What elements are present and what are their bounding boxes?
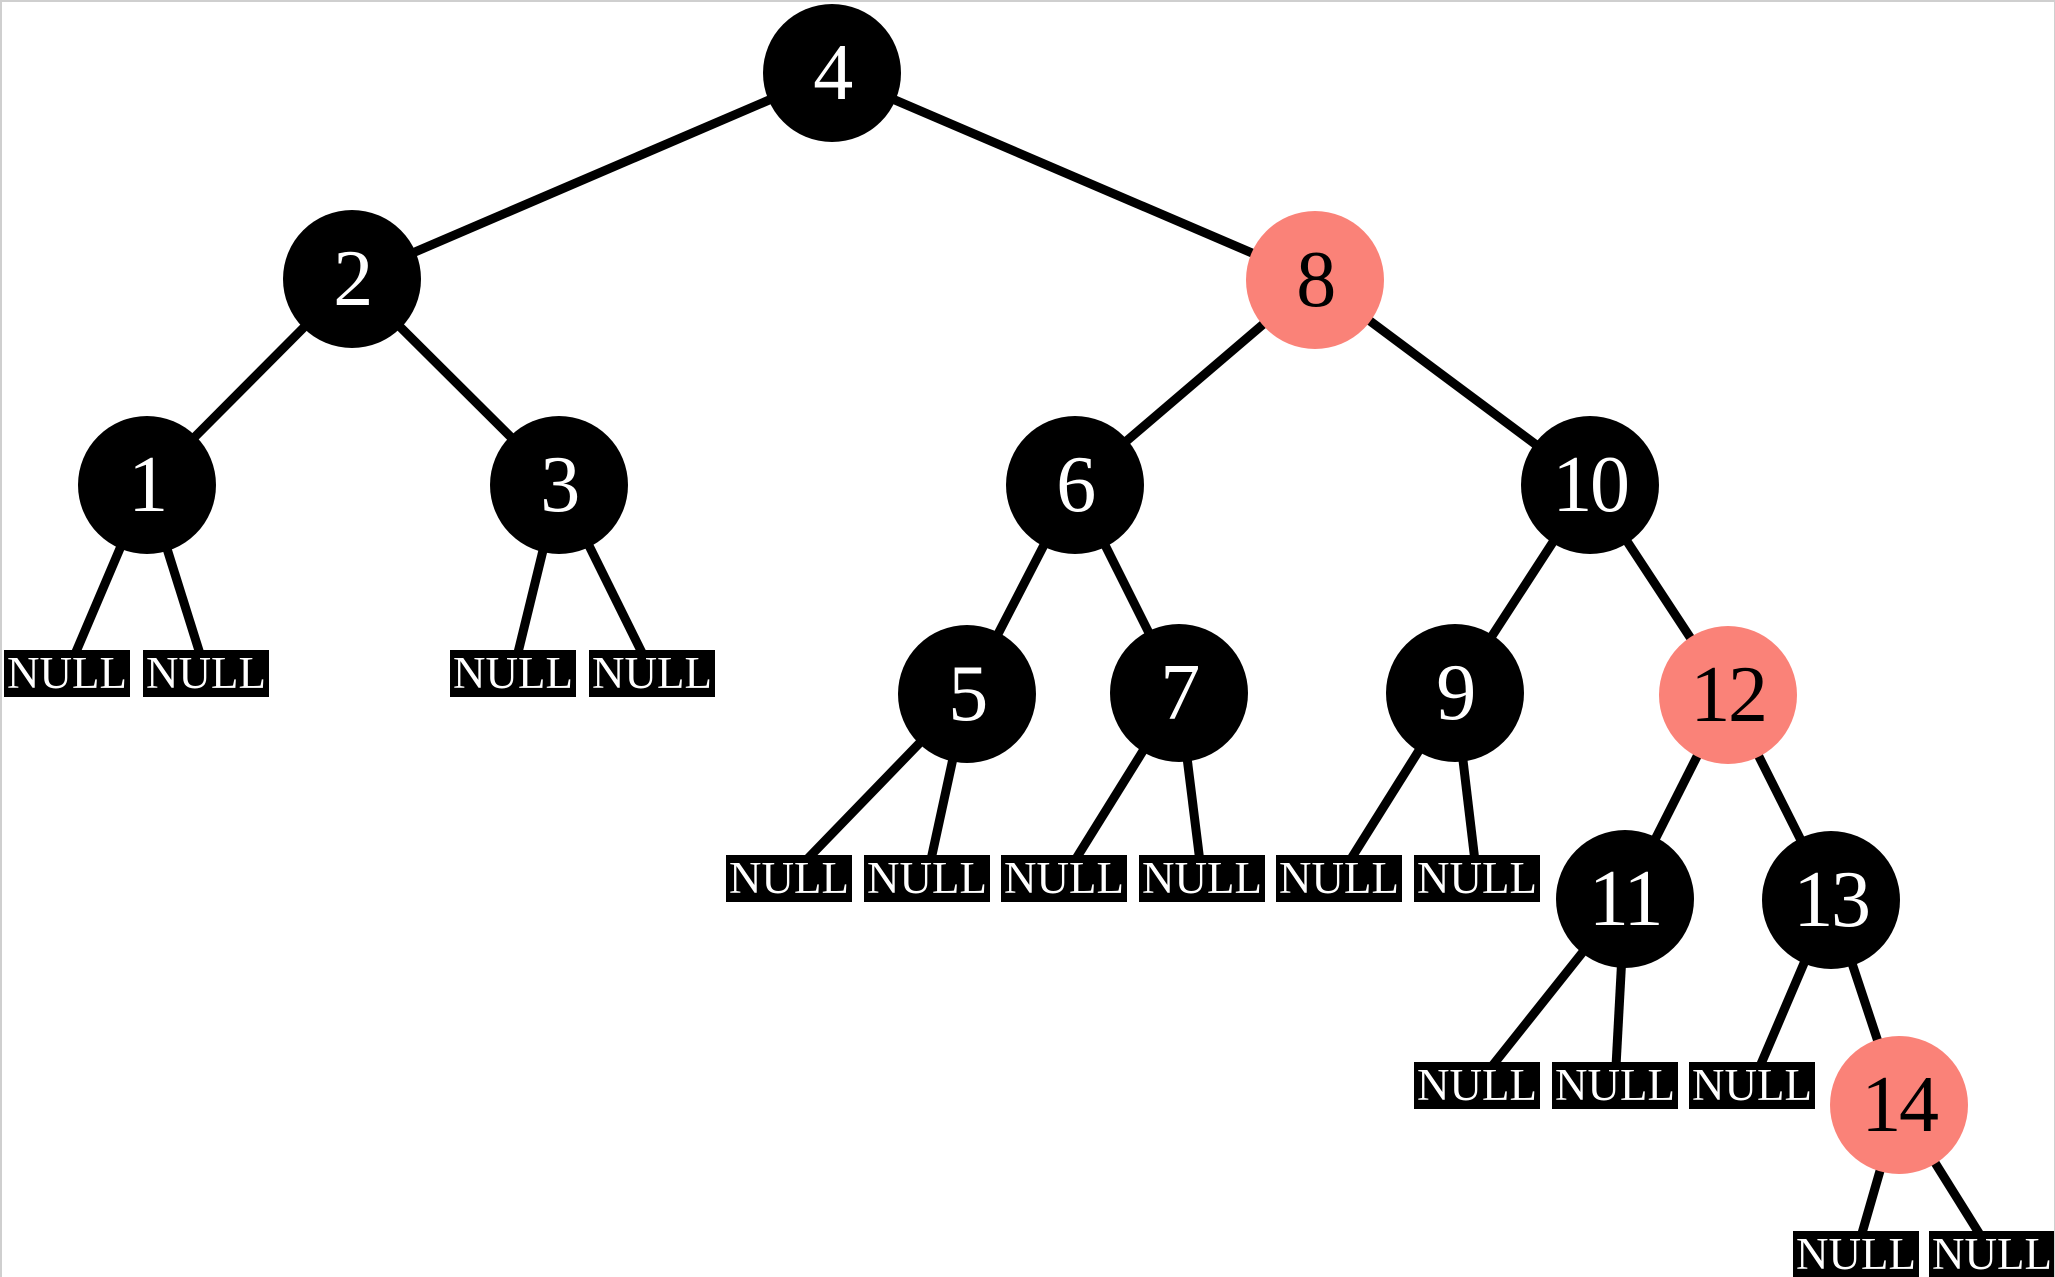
tree-node-12[interactable]: 12: [1659, 626, 1797, 764]
tree-node-1[interactable]: 1: [78, 416, 216, 554]
null-11L-leaf[interactable]: NULL: [1414, 1061, 1540, 1109]
tree-node-7[interactable]: 7: [1110, 624, 1248, 762]
tree-node-9[interactable]: 9: [1386, 624, 1524, 762]
null-7L-leaf[interactable]: NULL: [1001, 854, 1127, 902]
tree-node-8[interactable]: 8: [1246, 211, 1384, 349]
tree-node-3[interactable]: 3: [490, 416, 628, 554]
null-3L-leaf[interactable]: NULL: [450, 649, 576, 697]
null-13L-leaf[interactable]: NULL: [1689, 1061, 1815, 1109]
null-3R-leaf[interactable]: NULL: [589, 649, 715, 697]
null-9R-leaf[interactable]: NULL: [1414, 854, 1540, 902]
tree-node-4[interactable]: 4: [763, 4, 901, 142]
tree-edge-4-2: [350, 68, 834, 284]
tree-node-13[interactable]: 13: [1762, 831, 1900, 969]
tree-node-2[interactable]: 2: [283, 210, 421, 348]
null-1L-leaf[interactable]: NULL: [4, 649, 130, 697]
tree-node-10[interactable]: 10: [1521, 416, 1659, 554]
null-5L-leaf[interactable]: NULL: [726, 854, 852, 902]
null-5R-leaf[interactable]: NULL: [864, 854, 990, 902]
null-7R-leaf[interactable]: NULL: [1139, 854, 1265, 902]
tree-node-6[interactable]: 6: [1006, 416, 1144, 554]
tree-node-11[interactable]: 11: [1556, 830, 1694, 968]
tree-edge-4-8: [830, 68, 1317, 285]
null-14R-leaf[interactable]: NULL: [1929, 1230, 2054, 1277]
null-9L-leaf[interactable]: NULL: [1276, 854, 1402, 902]
null-14L-leaf[interactable]: NULL: [1793, 1230, 1919, 1277]
null-11R-leaf[interactable]: NULL: [1552, 1061, 1678, 1109]
null-1R-leaf[interactable]: NULL: [143, 649, 269, 697]
tree-node-5[interactable]: 5: [898, 625, 1036, 763]
tree-node-14[interactable]: 14: [1830, 1036, 1968, 1174]
